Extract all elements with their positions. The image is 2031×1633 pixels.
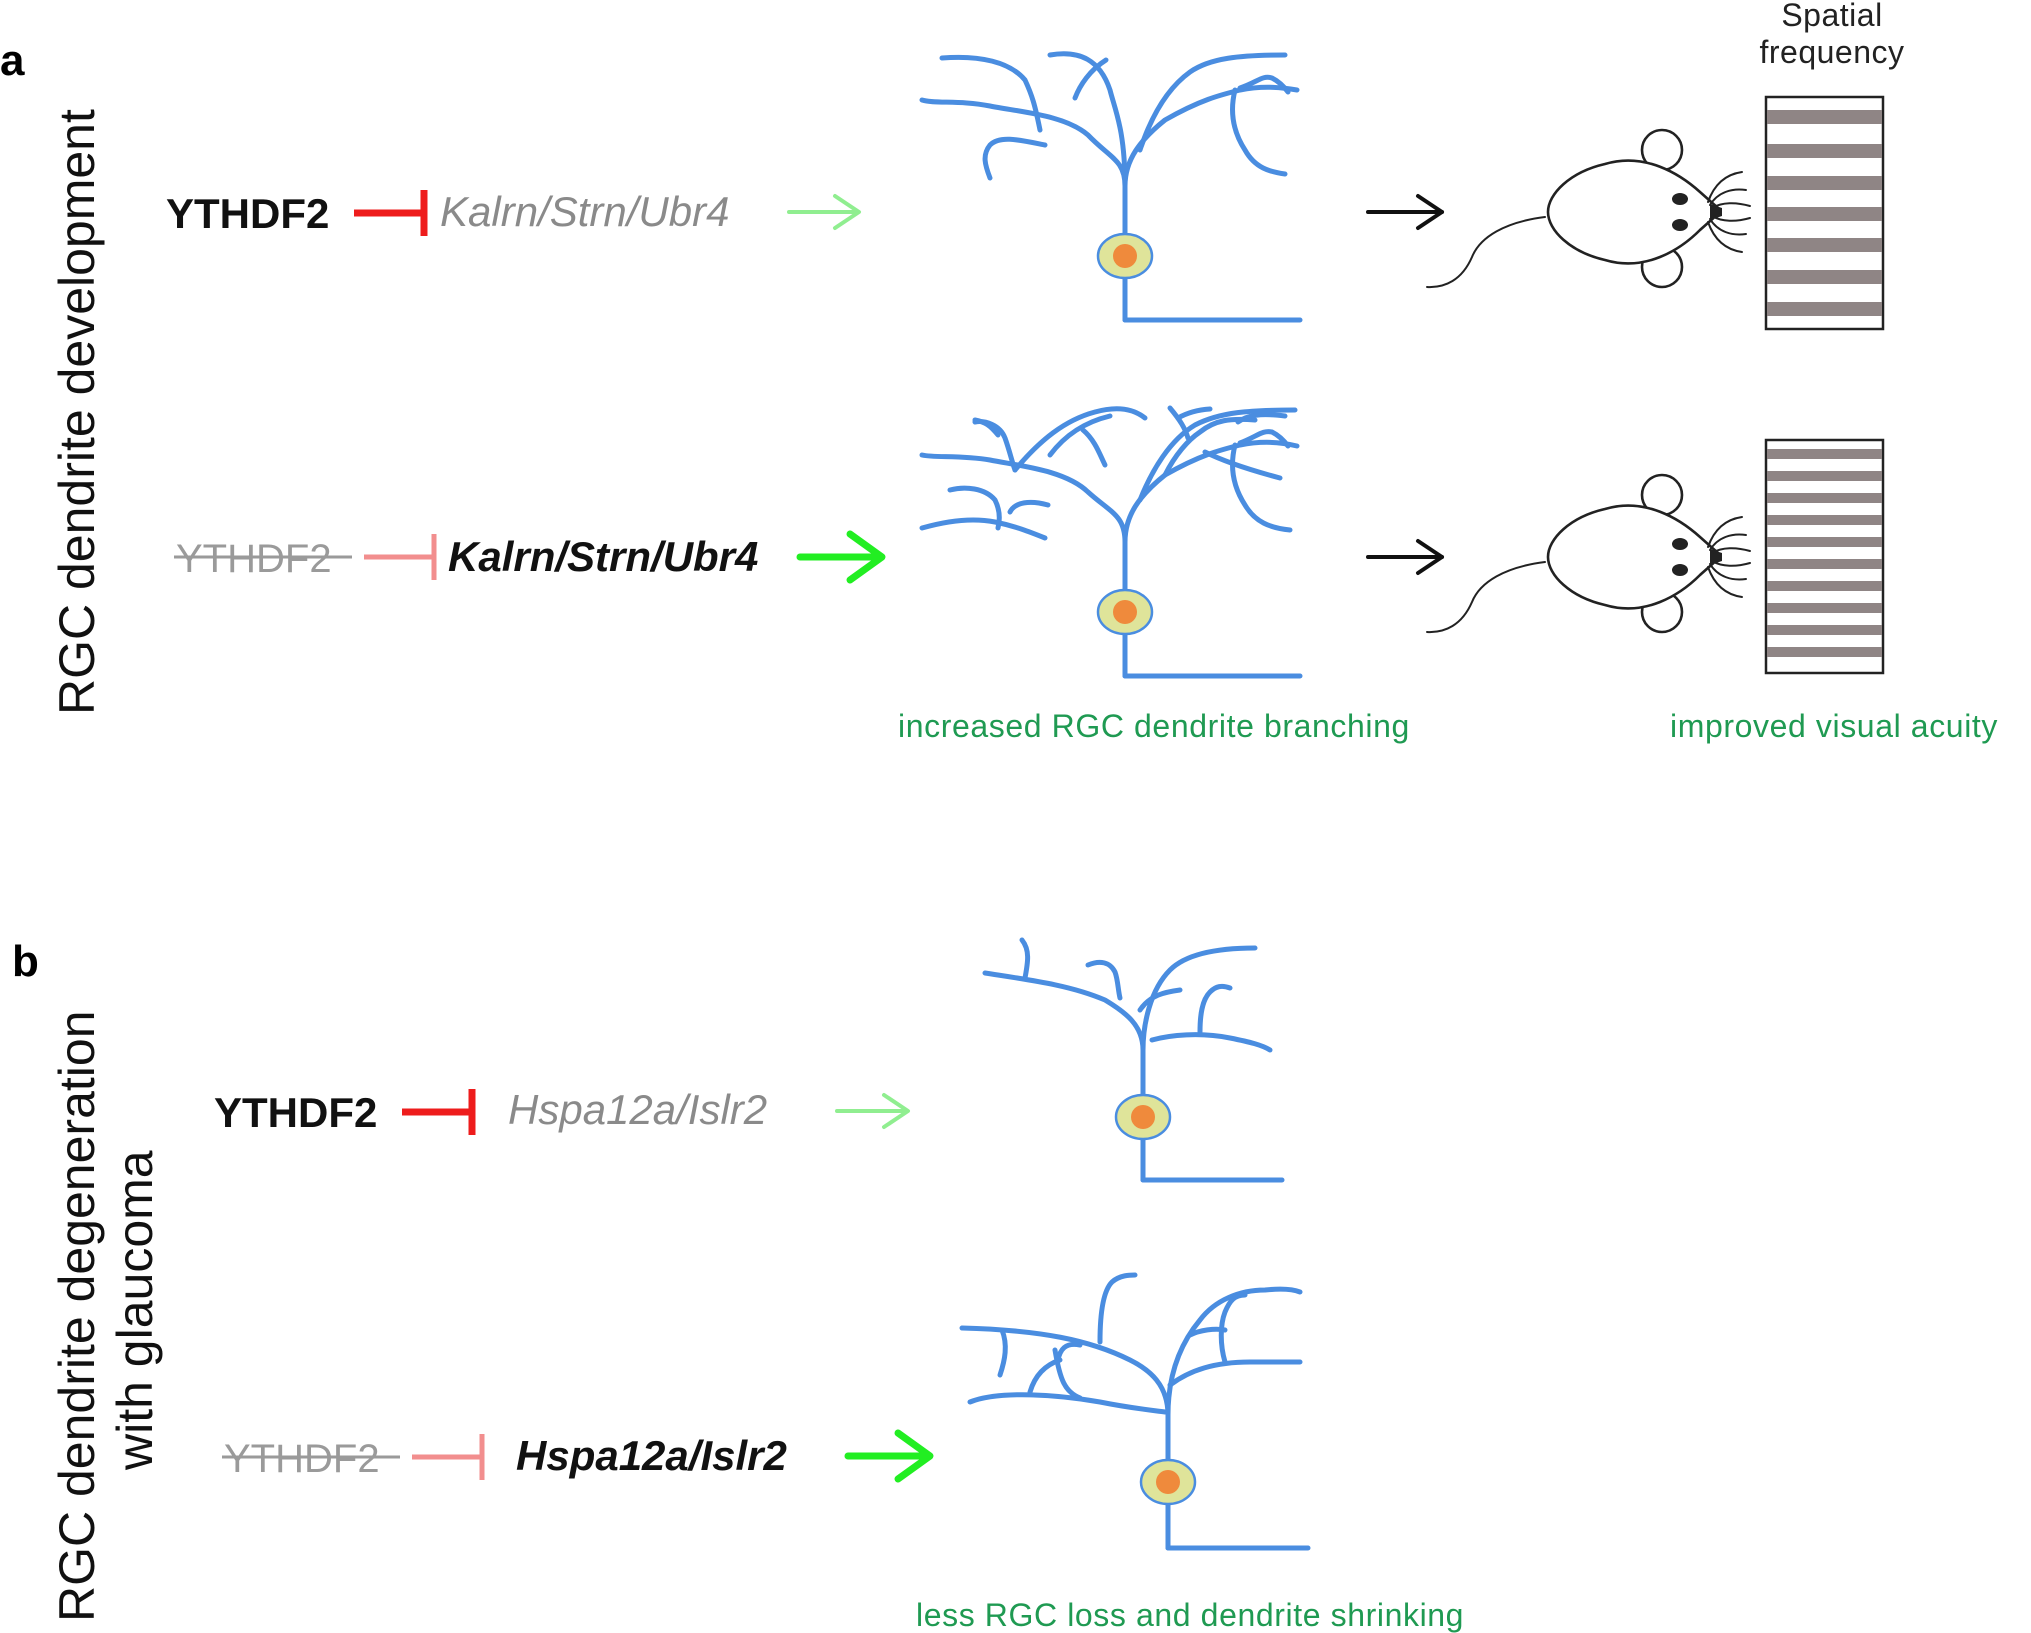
rgc-dendrite-branched-a2 (919, 405, 1303, 679)
rgc-dendrite-normal-a1 (919, 51, 1303, 323)
rgc-soma-a1 (1096, 232, 1154, 280)
caption-visual-acuity: improved visual acuity (1670, 708, 1998, 744)
rgc-soma-a2 (1096, 588, 1154, 636)
mouse-icon-a2 (1425, 473, 1752, 634)
panel-b-letter: b (12, 937, 39, 986)
rgc-soma-b1 (1114, 1093, 1172, 1141)
caption-dendrite-branching: increased RGC dendrite branching (898, 708, 1410, 744)
activation-arrow-strong-a2 (796, 530, 886, 584)
activation-arrow-weak-b1 (835, 1093, 910, 1129)
panel-a-side-label: RGC dendrite development (49, 109, 105, 715)
target-genes-label-a2: Kalrn/Strn/Ubr4 (448, 533, 758, 580)
arrow-to-mouse-a2 (1366, 539, 1444, 575)
grating-high-frequency (1764, 438, 1885, 675)
ythdf2-struck-a2: YTHDF2 (174, 537, 352, 581)
frequency-label: frequency (1759, 34, 1904, 70)
spatial-label: Spatial (1781, 0, 1882, 33)
inhibition-symbol-a2 (364, 534, 437, 580)
inhibition-symbol-b2 (412, 1434, 485, 1480)
target-genes-label-b1: Hspa12a/Islr2 (508, 1086, 767, 1133)
ythdf2-struck-b2: YTHDF2 (222, 1437, 400, 1481)
grating-low-frequency (1764, 95, 1885, 331)
caption-rgc-loss: less RGC loss and dendrite shrinking (916, 1597, 1464, 1633)
ythdf2-struck-label-b2: YTHDF2 (224, 1437, 380, 1481)
inhibition-symbol-a1 (354, 190, 428, 236)
activation-arrow-strong-b2 (844, 1429, 934, 1483)
target-genes-label-a1: Kalrn/Strn/Ubr4 (440, 188, 729, 235)
ythdf2-label-a1: YTHDF2 (166, 190, 329, 237)
mouse-icon-a1 (1425, 128, 1752, 289)
ythdf2-struck-label-a2: YTHDF2 (176, 537, 332, 581)
arrow-to-mouse-a1 (1366, 194, 1444, 230)
rgc-dendrite-preserved-b2 (959, 1272, 1311, 1551)
rgc-soma-b2 (1139, 1458, 1197, 1506)
activation-arrow-weak-a1 (787, 194, 861, 230)
panel-b-side-label-line1: RGC dendrite degeneration (49, 1011, 105, 1623)
rgc-dendrite-degenerated-b1 (982, 937, 1285, 1183)
ythdf2-label-b1: YTHDF2 (214, 1089, 377, 1136)
inhibition-symbol-b1 (402, 1089, 476, 1135)
panel-a-letter: a (0, 36, 25, 85)
panel-b-side-label-line2: with glaucoma (107, 1150, 163, 1471)
target-genes-label-b2: Hspa12a/Islr2 (516, 1432, 787, 1479)
